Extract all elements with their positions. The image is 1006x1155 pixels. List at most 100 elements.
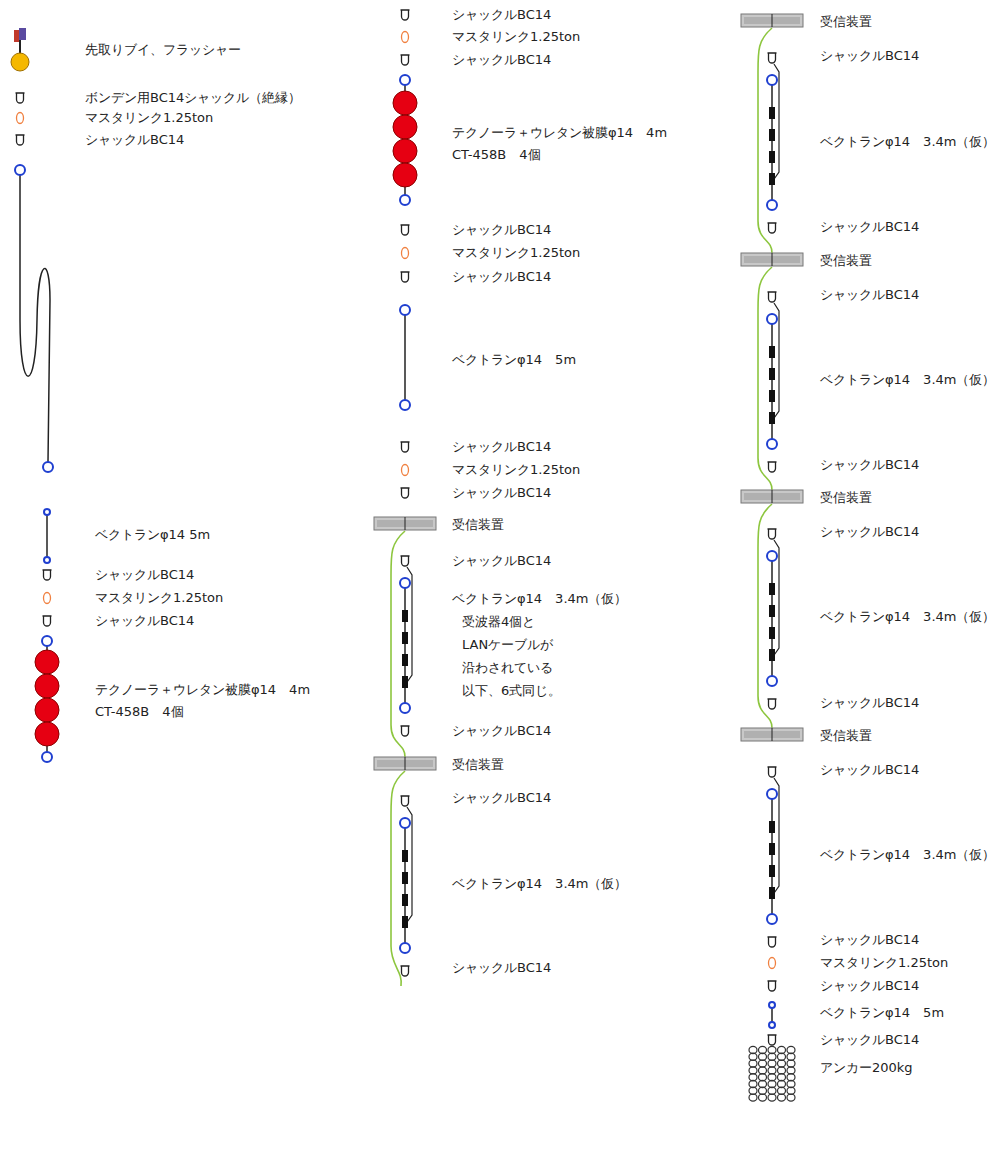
rope-eye bbox=[400, 703, 410, 713]
rope-eye bbox=[767, 75, 777, 85]
receiver-unit bbox=[374, 757, 436, 770]
shackle-symbol bbox=[768, 462, 777, 472]
part-label: シャックルBC14 bbox=[820, 695, 919, 711]
receiver-divider bbox=[405, 517, 406, 530]
shackle-symbol bbox=[768, 937, 777, 947]
part-label: CT-458B 4個 bbox=[452, 147, 541, 163]
part-label: ベクトランφ14 3.4m（仮） bbox=[820, 372, 995, 388]
hydrophone bbox=[769, 151, 775, 163]
part-label: ベクトランφ14 5m bbox=[452, 352, 576, 368]
shackle-symbol bbox=[16, 135, 25, 145]
shackle-symbol bbox=[768, 529, 777, 539]
hydrophone bbox=[769, 583, 775, 595]
float-ball bbox=[35, 650, 59, 674]
shackle-symbol bbox=[401, 225, 410, 235]
shackle-symbol bbox=[16, 93, 25, 103]
master-link-symbol bbox=[17, 113, 24, 124]
part-label: シャックルBC14 bbox=[452, 7, 551, 23]
master-link-symbol bbox=[769, 958, 776, 969]
part-label: ベクトランφ14 5m bbox=[95, 527, 210, 543]
part-label: CT-458B 4個 bbox=[95, 704, 184, 720]
part-label: シャックルBC14 bbox=[452, 553, 551, 569]
anchor-chain bbox=[749, 1074, 757, 1081]
part-label: シャックルBC14 bbox=[452, 222, 551, 238]
anchor-chain bbox=[768, 1094, 776, 1101]
anchor-chain bbox=[749, 1080, 757, 1087]
part-label: シャックルBC14 bbox=[820, 219, 919, 235]
shackle-symbol bbox=[401, 442, 410, 452]
rope-eye bbox=[769, 1002, 775, 1008]
part-label: 受信装置 bbox=[820, 253, 872, 269]
part-label: ベクトランφ14 3.4m（仮） bbox=[820, 134, 995, 150]
float-ball bbox=[35, 722, 59, 746]
part-label: ベクトランφ14 3.4m（仮） bbox=[452, 591, 627, 607]
rope-eye bbox=[400, 305, 410, 315]
hydrophone bbox=[402, 916, 408, 928]
rope-eye bbox=[767, 914, 777, 924]
flasher bbox=[19, 28, 26, 40]
hydrophone bbox=[769, 107, 775, 119]
shackle-symbol bbox=[401, 272, 410, 282]
rope-eye bbox=[767, 200, 777, 210]
part-label: シャックルBC14 bbox=[820, 978, 919, 994]
rope-eye bbox=[400, 400, 410, 410]
rope-eye bbox=[767, 314, 777, 324]
shackle-symbol bbox=[768, 699, 777, 709]
shackle-symbol bbox=[43, 570, 52, 580]
anchor-chain bbox=[749, 1060, 757, 1067]
master-link-symbol bbox=[402, 32, 409, 43]
part-label: シャックルBC14 bbox=[820, 48, 919, 64]
anchor-chain bbox=[787, 1080, 795, 1087]
rope-eye bbox=[42, 752, 52, 762]
part-label: マスタリンク1.25ton bbox=[452, 245, 580, 261]
part-label: シャックルBC14 bbox=[820, 932, 919, 948]
hydrophone bbox=[769, 390, 775, 402]
hydrophone bbox=[769, 843, 775, 855]
rope-eye bbox=[44, 509, 50, 515]
part-label: 受信装置 bbox=[452, 517, 504, 533]
part-label: ボンデン用BC14シャックル（絶縁） bbox=[85, 90, 301, 106]
part-label: シャックルBC14 bbox=[820, 762, 919, 778]
anchor-chain bbox=[787, 1053, 795, 1060]
float-ball bbox=[35, 674, 59, 698]
part-label: シャックルBC14 bbox=[95, 613, 194, 629]
rope-line bbox=[20, 175, 50, 462]
rope-eye bbox=[767, 789, 777, 799]
part-label: シャックルBC14 bbox=[85, 132, 184, 148]
hydrophone bbox=[769, 821, 775, 833]
part-label: ベクトランφ14 3.4m（仮） bbox=[820, 847, 995, 863]
anchor-chain bbox=[778, 1080, 786, 1087]
note-text: 受波器4個と LANケーブルが 沿わされている 以下、6式同じ。 bbox=[462, 610, 580, 702]
part-label: マスタリンク1.25ton bbox=[95, 590, 223, 606]
float-ball bbox=[393, 91, 417, 115]
pickup-buoy bbox=[11, 53, 29, 71]
shackle-symbol bbox=[768, 292, 777, 302]
part-label: シャックルBC14 bbox=[452, 723, 551, 739]
anchor-chain bbox=[787, 1094, 795, 1101]
hydrophone bbox=[402, 872, 408, 884]
shackle-symbol bbox=[401, 726, 410, 736]
anchor-chain bbox=[749, 1053, 757, 1060]
anchor-chain bbox=[778, 1067, 786, 1074]
shackle-symbol bbox=[401, 966, 410, 976]
part-label: テクノーラ＋ウレタン被膜φ14 4m bbox=[452, 125, 667, 141]
anchor-chain bbox=[759, 1060, 767, 1067]
part-label: シャックルBC14 bbox=[452, 52, 551, 68]
anchor-chain bbox=[787, 1087, 795, 1094]
rope-eye bbox=[767, 439, 777, 449]
hydrophone bbox=[769, 173, 775, 185]
hydrophone bbox=[402, 850, 408, 862]
shackle-symbol bbox=[768, 53, 777, 63]
anchor-chain bbox=[759, 1053, 767, 1060]
flasher bbox=[14, 30, 19, 42]
float-ball bbox=[393, 115, 417, 139]
rope-eye bbox=[44, 557, 50, 563]
part-label: シャックルBC14 bbox=[452, 485, 551, 501]
part-label: シャックルBC14 bbox=[452, 790, 551, 806]
anchor-chain bbox=[768, 1087, 776, 1094]
anchor-chain bbox=[778, 1053, 786, 1060]
part-label: ベクトランφ14 3.4m（仮） bbox=[452, 876, 627, 892]
anchor-chain bbox=[768, 1080, 776, 1087]
hydrophone bbox=[769, 627, 775, 639]
part-label: 受信装置 bbox=[452, 757, 504, 773]
